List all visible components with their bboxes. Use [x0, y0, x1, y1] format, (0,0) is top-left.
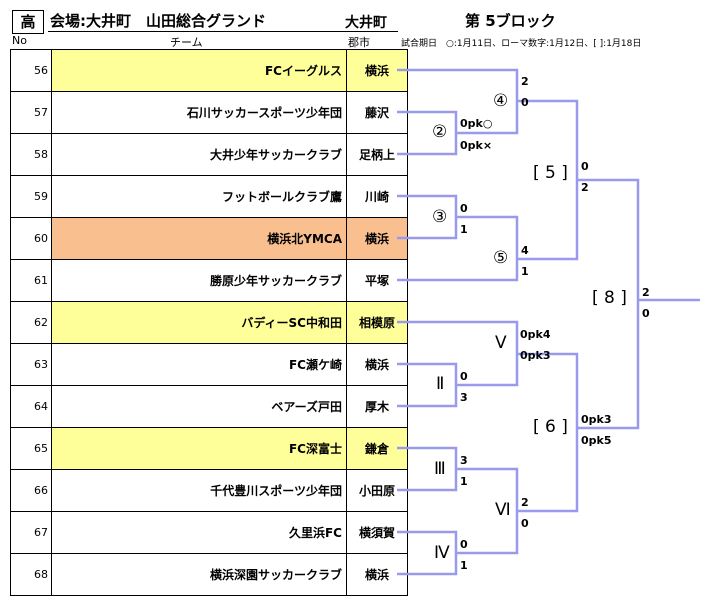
match-label-b8: [ 8 ] [592, 288, 627, 308]
score-mII-bottom: 3 [460, 391, 468, 404]
match-label-mIV: Ⅳ [434, 543, 450, 563]
score-m2-bottom: 0pk× [460, 139, 493, 152]
venue-town: 大井町 [345, 15, 387, 31]
match-label-m4: ④ [493, 91, 509, 111]
score-mVI-bottom: 0 [521, 517, 529, 530]
team-number: 67 [10, 511, 52, 554]
match-label-b5: [ 5 ] [533, 163, 568, 183]
column-header-no: No [12, 34, 27, 47]
score-b8-top: 2 [642, 286, 650, 299]
score-m5-bottom: 1 [521, 265, 529, 278]
score-mIII-bottom: 1 [460, 475, 468, 488]
score-mV-top: 0pk4 [520, 328, 551, 341]
score-m2-top: 0pk○ [460, 117, 493, 130]
match-label-mVI: Ⅵ [495, 500, 511, 520]
team-name: FC深富士 [51, 427, 347, 470]
team-city: 横須賀 [346, 511, 408, 554]
score-m4-top: 2 [521, 75, 529, 88]
score-m3-top: 0 [460, 202, 468, 215]
match-label-mIII: Ⅲ [434, 459, 446, 479]
score-b5-top: 0 [581, 160, 589, 173]
bracket-line-b6 [517, 352, 579, 513]
match-label-m2: ② [432, 122, 448, 142]
score-m5-top: 4 [521, 244, 529, 257]
score-b6-top: 0pk3 [581, 413, 612, 426]
division-badge: 高 [12, 10, 44, 34]
team-name: フットボールクラブ鷹 [51, 175, 347, 218]
match-label-mII: Ⅱ [436, 374, 445, 394]
score-mII-top: 0 [460, 370, 468, 383]
bracket-line-mII [397, 362, 458, 408]
match-label-b6: [ 6 ] [533, 417, 568, 437]
header-underline [48, 31, 398, 32]
column-header-team: チーム [170, 36, 203, 49]
schedule-legend: 試合期日 ○:1月11日、ローマ数字:1月12日、[ ]:1月18日 [401, 39, 642, 49]
column-header-city: 郡市 [348, 36, 370, 49]
team-name: FCイーグルス [51, 49, 347, 92]
score-mIV-top: 0 [460, 538, 468, 551]
bracket-line-mIII [397, 446, 458, 492]
match-label-m3: ③ [432, 207, 448, 227]
team-number: 61 [10, 259, 52, 302]
match-label-mV: Ⅴ [495, 333, 507, 353]
score-b6-bottom: 0pk5 [581, 434, 612, 447]
team-number: 65 [10, 427, 52, 470]
team-number: 57 [10, 91, 52, 134]
score-b5-bottom: 2 [581, 181, 589, 194]
match-label-m5: ⑤ [493, 248, 509, 268]
team-name: ベアーズ戸田 [51, 385, 347, 428]
team-name: 石川サッカースポーツ少年団 [51, 91, 347, 134]
team-name: 横浜深園サッカークラブ [51, 553, 347, 596]
score-mIV-bottom: 1 [460, 559, 468, 572]
team-name: 大井少年サッカークラブ [51, 133, 347, 176]
team-name: 横浜北YMCA [51, 217, 347, 260]
score-m4-bottom: 0 [521, 96, 529, 109]
team-number: 68 [10, 553, 52, 596]
bracket-line-b8 [577, 178, 640, 430]
team-number: 66 [10, 469, 52, 512]
score-mVI-top: 2 [521, 496, 529, 509]
bracket-line-m5 [397, 215, 519, 282]
team-number: 56 [10, 49, 52, 92]
block-title: 第 5ブロック [465, 12, 556, 30]
team-name: 久里浜FC [51, 511, 347, 554]
score-mV-bottom: 0pk3 [520, 349, 551, 362]
score-mIII-top: 3 [460, 454, 468, 467]
score-m3-bottom: 1 [460, 223, 468, 236]
venue-title: 会場:大井町 山田総合グランド [50, 12, 267, 30]
score-b8-bottom: 0 [642, 307, 650, 320]
